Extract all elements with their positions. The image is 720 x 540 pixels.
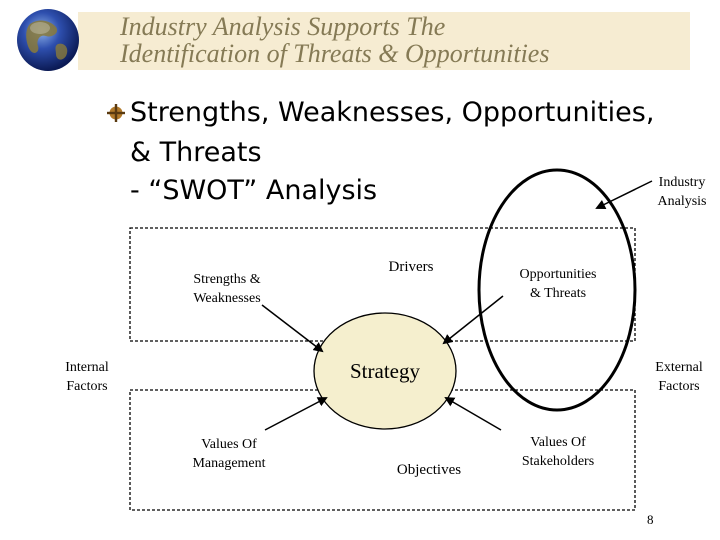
- internal-factors-label: Internal Factors: [52, 358, 122, 396]
- values-stakeholders-line-1: Values Of: [530, 435, 586, 450]
- opportunities-line-2: & Threats: [529, 286, 587, 301]
- strategy-ellipse: [313, 312, 457, 430]
- title-banner: [78, 12, 690, 70]
- opportunities-line-1: Opportunities: [519, 267, 597, 282]
- arrow-strengths-to-strategy: [261, 304, 324, 353]
- external-line-1: External: [655, 360, 703, 375]
- title-line-1: Industry Analysis Supports The: [120, 12, 446, 41]
- drivers-label: Drivers: [388, 259, 434, 275]
- external-factors-label: External Factors: [644, 358, 714, 396]
- values-stakeholders-line-2: Stakeholders: [521, 454, 595, 469]
- arrow-opportunities-to-strategy: [442, 295, 504, 345]
- diamond-bullet-icon: [107, 104, 125, 122]
- title-line-2: Identification of Threats & Opportunitie…: [120, 39, 550, 68]
- globe-icon: [17, 9, 79, 71]
- industry-analysis-line-2: Analysis: [657, 194, 707, 209]
- strengths-weaknesses-label: Strengths & Weaknesses: [172, 270, 282, 308]
- arrow-stakeholders-to-strategy: [444, 396, 502, 431]
- industry-analysis-line-1: Industry: [658, 175, 706, 190]
- arrow-management-to-strategy: [264, 397, 328, 431]
- opportunities-threats-label: Opportunities & Threats: [505, 265, 611, 303]
- strengths-line-1: Strengths &: [193, 272, 261, 287]
- values-management-label: Values Of Management: [172, 435, 286, 473]
- bullet-line-3: - “SWOT” Analysis: [130, 175, 378, 206]
- objectives-label: Objectives: [396, 462, 462, 478]
- arrow-industry-to-ellipse: [595, 180, 653, 209]
- internal-line-2: Factors: [66, 379, 108, 394]
- bullet-line-1: Strengths, Weaknesses, Opportunities,: [130, 97, 655, 128]
- bullet-line-2: & Threats: [130, 137, 262, 168]
- values-management-line-2: Management: [192, 456, 266, 471]
- internal-line-1: Internal: [65, 360, 109, 375]
- page-number: 8: [647, 512, 654, 527]
- values-stakeholders-label: Values Of Stakeholders: [505, 433, 611, 471]
- external-line-2: Factors: [658, 379, 700, 394]
- strengths-line-2: Weaknesses: [193, 291, 261, 306]
- industry-analysis-ellipse: [477, 168, 637, 412]
- industry-analysis-label: Industry Analysis: [645, 173, 719, 211]
- strategy-label: Strategy: [350, 359, 420, 383]
- values-management-line-1: Values Of: [201, 437, 257, 452]
